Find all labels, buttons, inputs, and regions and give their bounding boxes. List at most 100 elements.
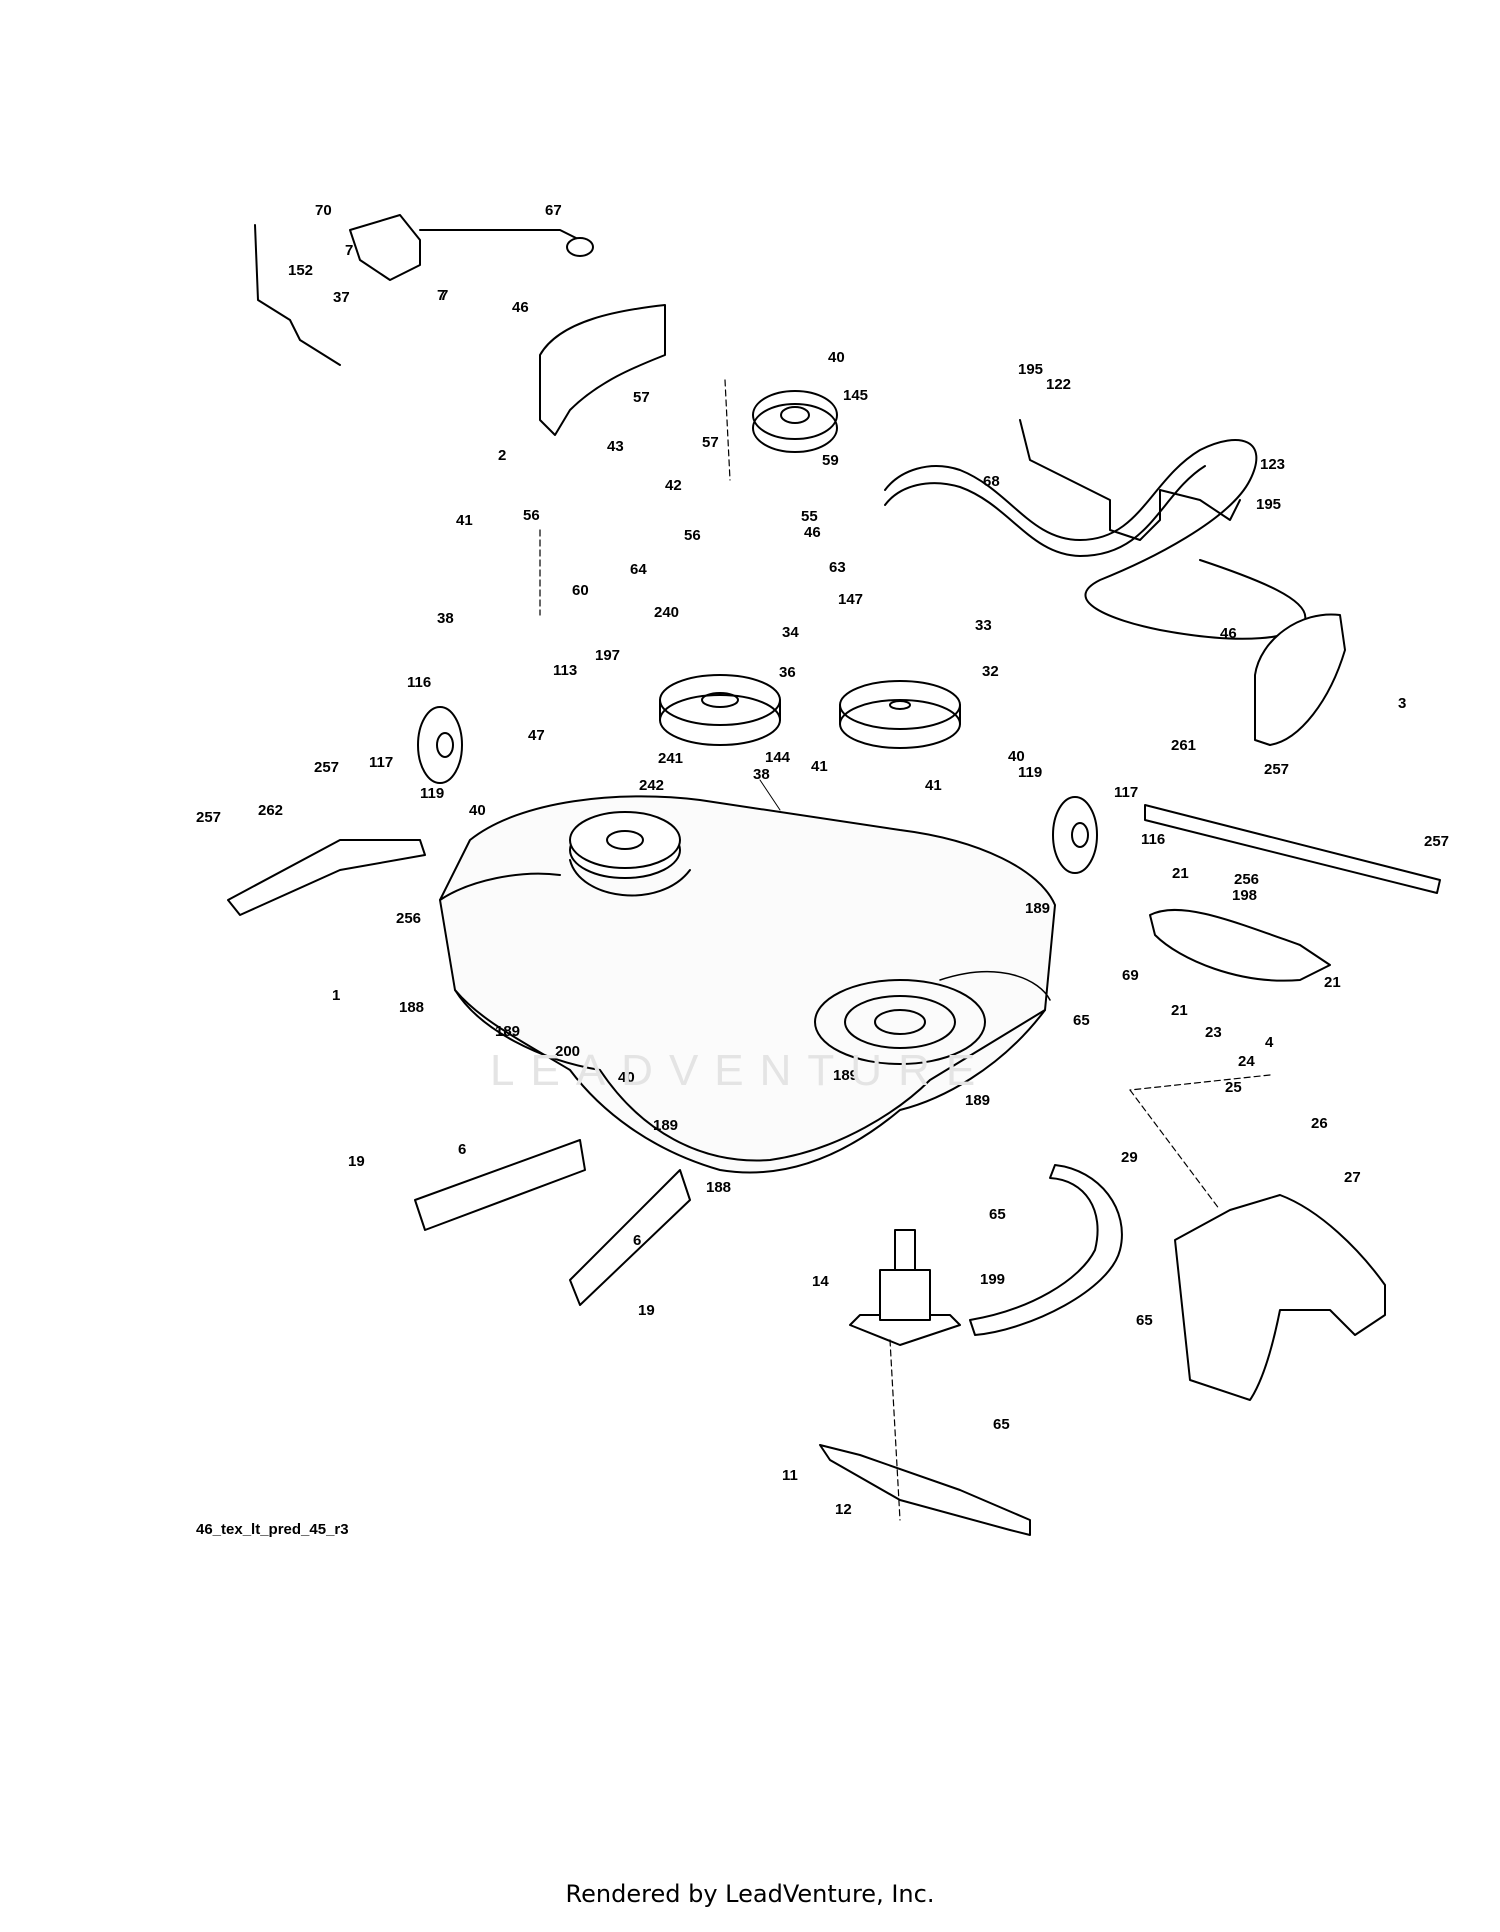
part-label-43: 43 <box>607 438 624 455</box>
watermark: LEADVENTURE <box>490 1046 992 1095</box>
part-label-7: 7 <box>345 242 353 259</box>
lift-lever-70 <box>349 214 591 281</box>
part-label-56: 56 <box>523 507 540 524</box>
spindle-pulley <box>569 811 691 897</box>
part-label-256: 256 <box>1234 871 1259 888</box>
part-label-122: 122 <box>1046 376 1071 393</box>
part-label-65: 65 <box>1136 1312 1153 1329</box>
part-label-199: 199 <box>980 1271 1005 1288</box>
part-label-188: 188 <box>399 999 424 1016</box>
part-label-21: 21 <box>1171 1002 1188 1019</box>
part-label-25: 25 <box>1225 1079 1242 1096</box>
part-label-116: 116 <box>407 674 431 691</box>
part-label-34: 34 <box>782 624 799 641</box>
part-label-65: 65 <box>993 1416 1010 1433</box>
lever-knob-67 <box>566 237 594 257</box>
part-label-41: 41 <box>456 512 473 529</box>
part-label-24: 24 <box>1238 1053 1255 1070</box>
part-label-40: 40 <box>469 802 486 819</box>
part-label-189: 189 <box>1025 900 1050 917</box>
part-label-189: 189 <box>495 1023 520 1040</box>
part-label-144: 144 <box>765 749 791 766</box>
part-label-147: 147 <box>838 591 863 608</box>
part-label-21: 21 <box>1172 865 1189 882</box>
part-label-262: 262 <box>258 802 283 819</box>
footer-credit: Rendered by LeadVenture, Inc. <box>565 1880 935 1908</box>
part-label-189: 189 <box>833 1067 858 1084</box>
part-label-60: 60 <box>572 582 589 599</box>
deck-pulley-36 <box>659 674 781 746</box>
part-label-113: 113 <box>553 662 577 679</box>
cable-152 <box>254 224 341 366</box>
part-label-6: 6 <box>458 1141 466 1158</box>
part-label-41: 41 <box>811 758 828 775</box>
mower-deck <box>439 779 1056 1174</box>
deck-pulley-32 <box>839 680 961 749</box>
part-label-257: 257 <box>1424 833 1449 850</box>
part-label-46: 46 <box>512 299 529 316</box>
part-label-65: 65 <box>989 1206 1006 1223</box>
part-label-117: 117 <box>1114 784 1138 801</box>
part-label-200: 200 <box>555 1043 580 1060</box>
part-label-21: 21 <box>1324 974 1341 991</box>
part-label-116: 116 <box>1141 831 1165 848</box>
gauge-wheel-right <box>1052 796 1098 874</box>
part-label-119: 119 <box>420 785 444 802</box>
part-label-68: 68 <box>983 473 1000 490</box>
part-label-123: 123 <box>1260 456 1285 473</box>
part-label-2: 2 <box>498 447 506 464</box>
part-label-23: 23 <box>1205 1024 1222 1041</box>
part-label-38: 38 <box>437 610 454 627</box>
part-label-240: 240 <box>654 604 679 621</box>
part-label-32: 32 <box>982 663 999 680</box>
part-label-261: 261 <box>1171 737 1196 754</box>
part-label-257: 257 <box>314 759 339 776</box>
diagram-code: 46_tex_lt_pred_45_r3 <box>196 1521 349 1538</box>
part-label-6: 6 <box>633 1232 641 1249</box>
blade-11 <box>819 1444 1031 1536</box>
gauge-wheel-left <box>417 706 463 784</box>
part-label-197: 197 <box>595 647 620 664</box>
part-label-241: 241 <box>658 750 683 767</box>
part-label-19: 19 <box>348 1153 365 1170</box>
part-label-40: 40 <box>828 349 845 366</box>
link-262 <box>227 839 426 916</box>
part-label-7: 7 <box>440 287 448 304</box>
part-label-46: 46 <box>1220 625 1237 642</box>
part-label-27: 27 <box>1344 1169 1361 1186</box>
belt-guard-3 <box>1254 613 1346 746</box>
part-label-69: 69 <box>1122 967 1139 984</box>
spindle-14 <box>849 1229 961 1346</box>
part-label-57: 57 <box>702 434 719 451</box>
part-label-36: 36 <box>779 664 796 681</box>
part-label-38: 38 <box>753 766 770 783</box>
part-label-257: 257 <box>196 809 221 826</box>
part-label-188: 188 <box>706 1179 731 1196</box>
part-label-152: 152 <box>288 262 313 279</box>
part-label-56: 56 <box>684 527 701 544</box>
part-label-198: 198 <box>1232 887 1257 904</box>
part-label-47: 47 <box>528 727 545 744</box>
part-label-46: 46 <box>804 524 821 541</box>
part-label-26: 26 <box>1311 1115 1328 1132</box>
part-label-64: 64 <box>630 561 647 578</box>
part-label-3: 3 <box>1398 695 1406 712</box>
part-label-59: 59 <box>822 452 839 469</box>
baffle-198 <box>1149 908 1331 982</box>
bracket-6-right <box>569 1169 691 1306</box>
part-label-256: 256 <box>396 910 421 927</box>
part-label-55: 55 <box>801 508 818 525</box>
part-label-242: 242 <box>639 777 664 794</box>
part-label-11: 11 <box>782 1467 798 1484</box>
bracket-6-left <box>414 1139 586 1231</box>
part-label-40: 40 <box>1008 748 1025 765</box>
part-label-40: 40 <box>618 1069 635 1086</box>
part-label-70: 70 <box>315 202 332 219</box>
part-label-33: 33 <box>975 617 992 634</box>
drive-belt-68 <box>884 439 1307 640</box>
part-label-7: 7 <box>437 287 445 304</box>
part-label-65: 65 <box>1073 1012 1090 1029</box>
part-label-57: 57 <box>633 389 650 406</box>
belt-keeper-122 <box>1019 419 1241 541</box>
